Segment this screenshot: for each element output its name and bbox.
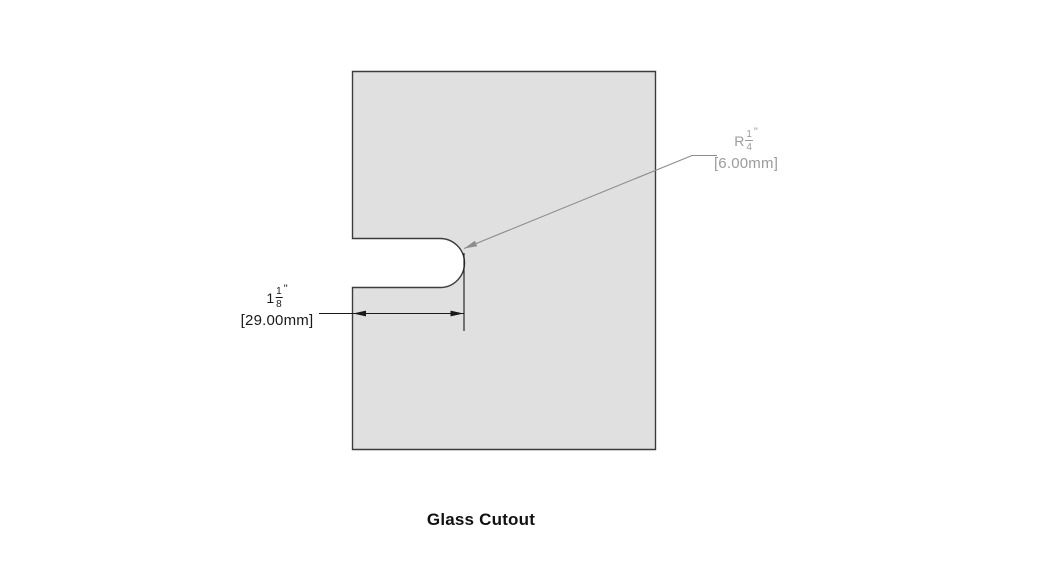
width-dimension-label: 1 1 8 " [29.00mm] <box>240 283 314 330</box>
width-dimension-arrow-left <box>353 310 366 317</box>
width-inch-mark: " <box>283 283 288 295</box>
width-fraction-numerator: 1 <box>276 286 282 297</box>
width-fraction-denominator: 8 <box>275 297 283 310</box>
width-fraction: 1 8 <box>275 286 283 310</box>
width-whole-number: 1 <box>266 290 275 306</box>
radius-dimension-metric: [6.00mm] <box>713 155 779 172</box>
drawing-title: Glass Cutout <box>426 510 536 529</box>
radius-leader-arrow <box>464 240 478 249</box>
radius-dimension-label: R 1 4 " [6.00mm] <box>713 126 779 173</box>
radius-fraction: 1 4 <box>745 129 753 153</box>
radius-fraction-denominator: 4 <box>745 140 753 153</box>
glass-panel-with-cutout <box>351 70 657 451</box>
radius-fraction-numerator: 1 <box>746 129 752 140</box>
radius-inch-mark: " <box>753 126 758 138</box>
width-dimension-arrow-right <box>450 310 464 317</box>
width-dimension-metric: [29.00mm] <box>240 312 314 329</box>
width-dimension-imperial: 1 1 8 " <box>241 283 314 311</box>
radius-prefix: R <box>734 133 745 149</box>
radius-leader-line <box>463 154 717 250</box>
radius-dimension-imperial: R 1 4 " <box>714 126 778 154</box>
